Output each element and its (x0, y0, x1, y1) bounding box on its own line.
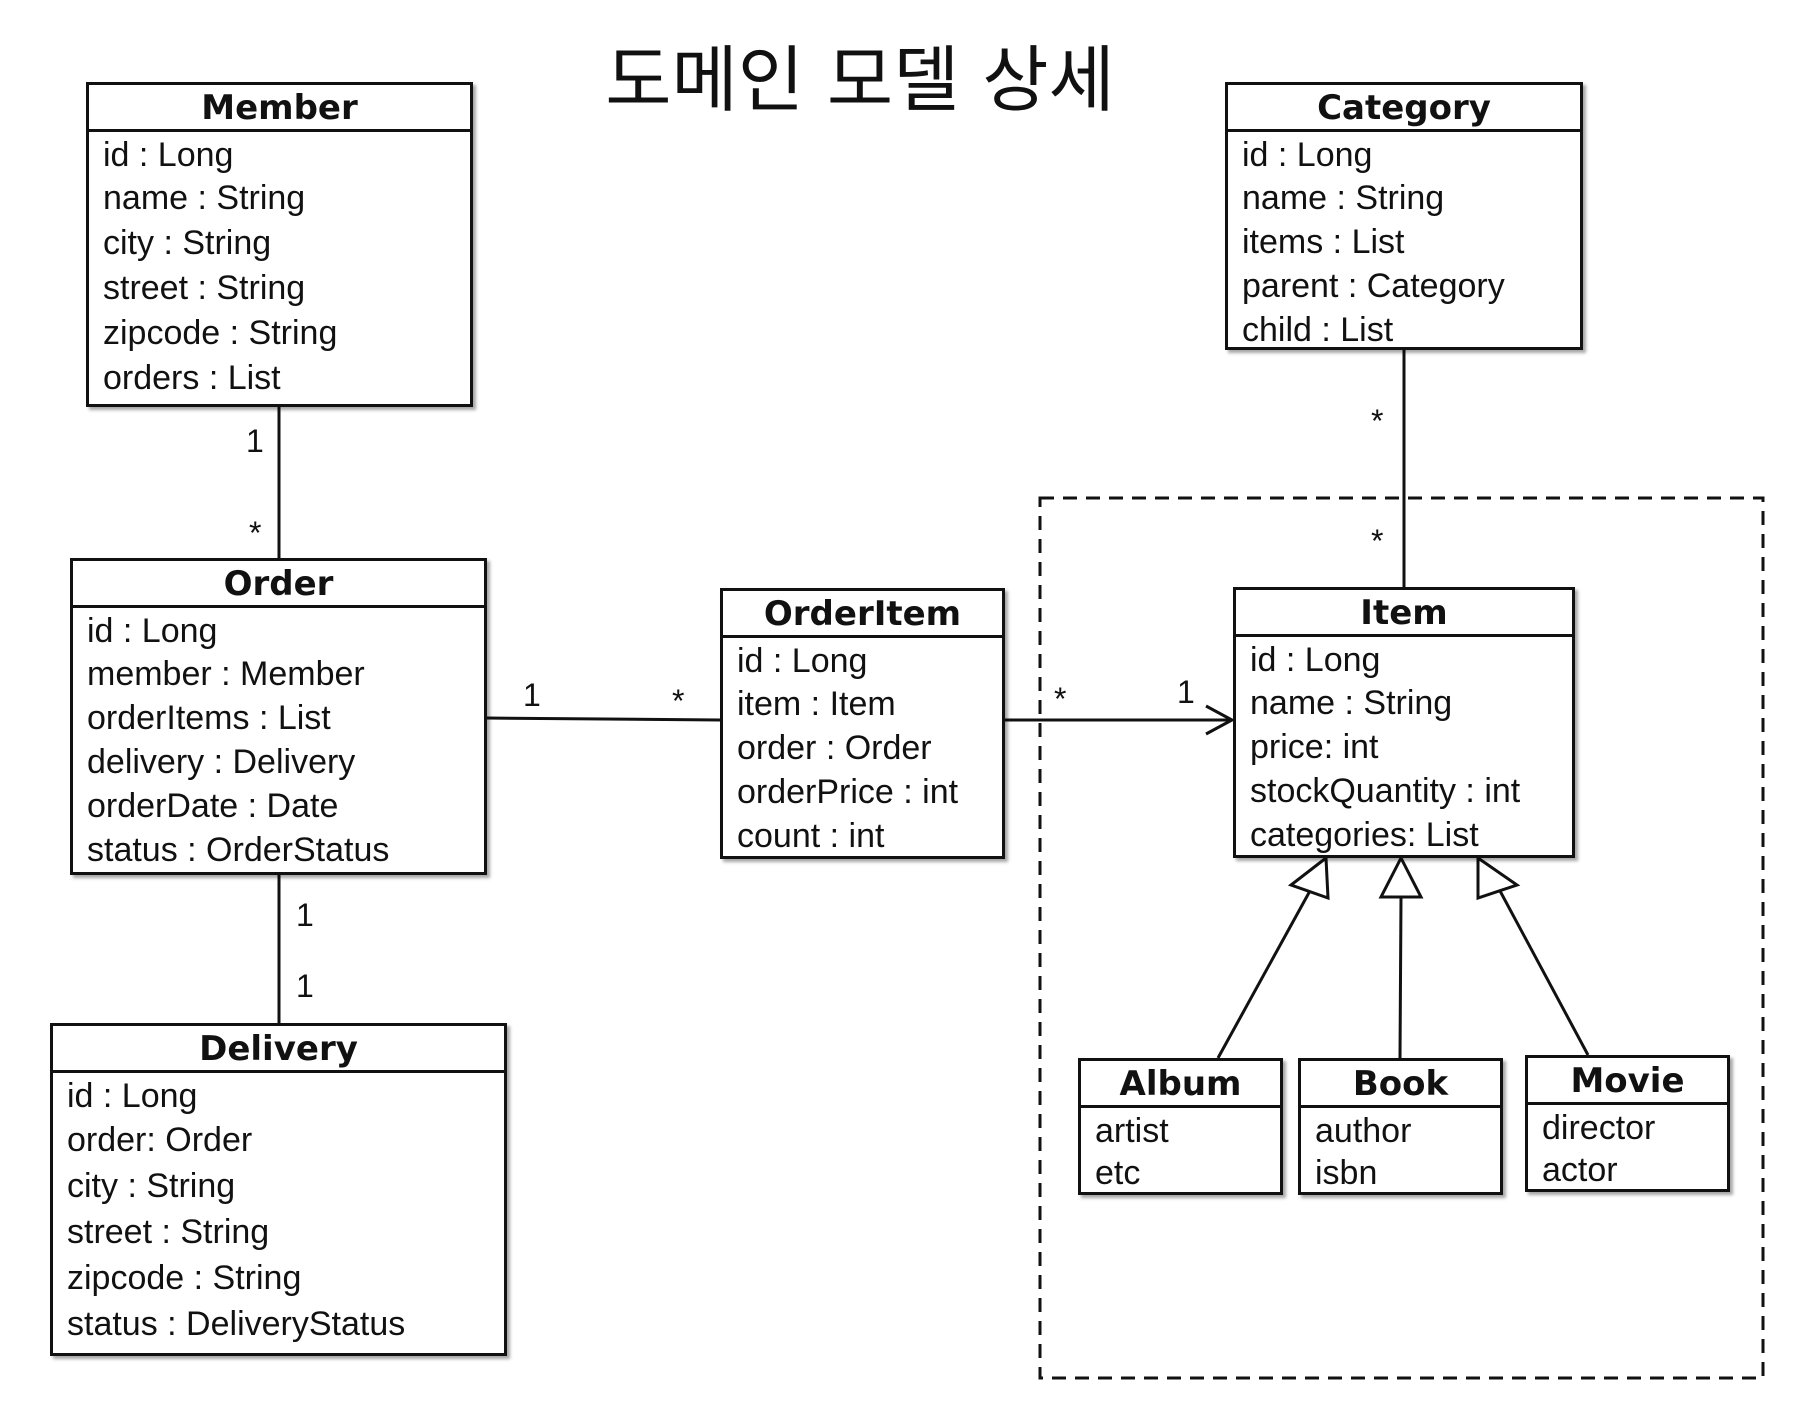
attribute: isbn (1315, 1154, 1378, 1192)
attribute: director (1542, 1109, 1656, 1147)
class-orderitem: OrderItem id : Long item : Item order : … (720, 588, 1005, 859)
item-group-boundary (1038, 496, 1765, 1380)
attribute: orders : List (103, 359, 281, 397)
attribute: id : Long (1250, 641, 1381, 679)
attribute: city : String (103, 224, 272, 262)
class-name: Book (1301, 1061, 1500, 1108)
attribute-list: id : Long item : Item order : Order orde… (723, 638, 1002, 858)
attribute: orderPrice : int (737, 773, 959, 811)
attribute: artist (1095, 1112, 1169, 1150)
attribute-list: artist etc (1081, 1108, 1280, 1194)
album-generalization-triangle (1287, 855, 1330, 901)
multiplicity-item-orderitem: 1 (1177, 674, 1195, 710)
attribute: orderDate : Date (87, 787, 339, 825)
attribute: id : Long (103, 136, 234, 174)
attribute: order : Order (737, 729, 932, 767)
class-name: Member (89, 85, 470, 132)
class-name: Item (1236, 590, 1572, 637)
multiplicity-order-orderitem: 1 (523, 677, 541, 713)
multiplicity-item-category: * (1371, 523, 1384, 559)
attribute-list: author isbn (1301, 1108, 1500, 1194)
attribute: id : Long (87, 612, 218, 650)
attribute: street : String (103, 269, 306, 307)
class-book: Book author isbn (1298, 1058, 1503, 1195)
attribute: status : DeliveryStatus (67, 1305, 406, 1343)
attribute-list: id : Long name : String items : List par… (1228, 132, 1580, 352)
attribute: child : List (1242, 311, 1394, 349)
attribute: count : int (737, 817, 885, 855)
attribute: street : String (67, 1213, 270, 1251)
attribute: stockQuantity : int (1250, 772, 1521, 810)
album-generalization-line (1216, 888, 1313, 1059)
attribute: id : Long (737, 642, 868, 680)
attribute: author (1315, 1112, 1412, 1150)
attribute: member : Member (87, 655, 365, 693)
attribute: city : String (67, 1167, 236, 1205)
attribute: item : Item (737, 685, 896, 723)
attribute: delivery : Delivery (87, 743, 356, 781)
attribute: etc (1095, 1154, 1141, 1192)
attribute-list: id : Long order: Order city : String str… (53, 1073, 504, 1347)
attribute: zipcode : String (67, 1259, 302, 1297)
attribute-list: id : Long name : String price: int stock… (1236, 637, 1572, 857)
orderitem-item-arrowhead (1205, 704, 1236, 736)
attribute-list: id : Long name : String city : String st… (89, 132, 470, 401)
multiplicity-order-delivery: 1 (296, 897, 314, 933)
attribute: actor (1542, 1151, 1618, 1189)
multiplicity-orderitem-item: * (1054, 681, 1067, 717)
attribute: parent : Category (1242, 267, 1505, 305)
class-album: Album artist etc (1078, 1058, 1283, 1195)
class-order: Order id : Long member : Member orderIte… (70, 558, 487, 875)
order-orderitem-association (485, 716, 721, 722)
class-name: OrderItem (723, 591, 1002, 638)
movie-generalization-triangle (1476, 855, 1521, 901)
class-name: Delivery (53, 1026, 504, 1073)
multiplicity-orderitem-order: * (672, 683, 685, 719)
attribute: orderItems : List (87, 699, 331, 737)
class-name: Order (73, 561, 484, 608)
attribute: items : List (1242, 223, 1405, 261)
multiplicity-order-member: * (249, 515, 262, 551)
multiplicity-category-item: * (1371, 403, 1384, 439)
attribute: id : Long (1242, 136, 1373, 174)
attribute: categories: List (1250, 816, 1479, 854)
attribute-list: director actor (1528, 1105, 1727, 1191)
attribute: name : String (103, 179, 306, 217)
class-movie: Movie director actor (1525, 1055, 1730, 1192)
class-category: Category id : Long name : String items :… (1225, 82, 1583, 350)
attribute: zipcode : String (103, 314, 338, 352)
attribute-list: id : Long member : Member orderItems : L… (73, 608, 484, 872)
class-delivery: Delivery id : Long order: Order city : S… (50, 1023, 507, 1356)
diagram-title: 도메인 모델 상세 (605, 38, 1115, 122)
movie-generalization-line (1497, 888, 1590, 1056)
multiplicity-delivery-order: 1 (296, 968, 314, 1004)
attribute: order: Order (67, 1121, 253, 1159)
attribute: price: int (1250, 728, 1379, 766)
class-name: Category (1228, 85, 1580, 132)
book-generalization-triangle (1378, 854, 1424, 899)
multiplicity-member: 1 (246, 423, 264, 459)
class-member: Member id : Long name : String city : St… (86, 82, 473, 407)
class-name: Album (1081, 1061, 1280, 1108)
book-generalization-line (1398, 896, 1403, 1059)
attribute: id : Long (67, 1077, 198, 1115)
class-name: Movie (1528, 1058, 1727, 1105)
attribute: status : OrderStatus (87, 831, 390, 869)
attribute: name : String (1250, 684, 1453, 722)
class-item: Item id : Long name : String price: int … (1233, 587, 1575, 858)
attribute: name : String (1242, 179, 1445, 217)
